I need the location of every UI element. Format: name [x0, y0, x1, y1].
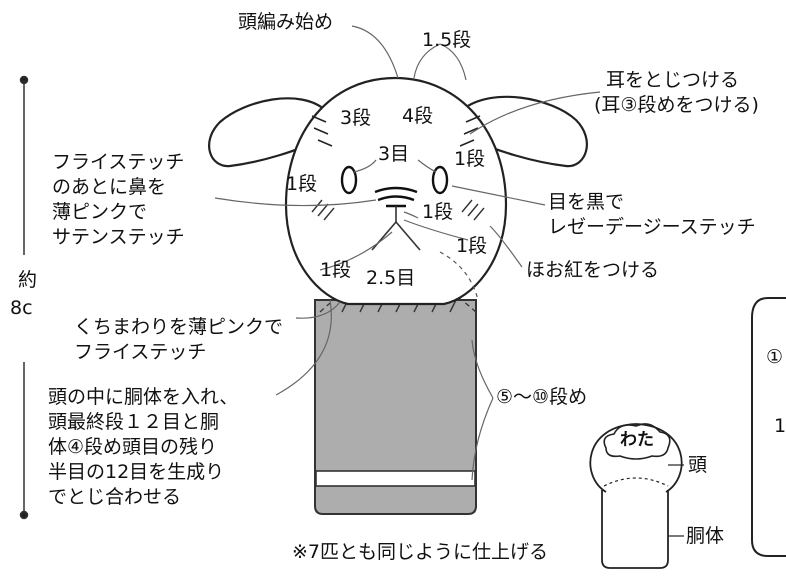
label-head-start: 頭編み始め	[238, 11, 334, 33]
label-body-rows: ⑤～⑩段め	[496, 386, 588, 408]
count-3dan: 3段	[340, 107, 372, 129]
label-nose: フライステッチ のあとに鼻を 薄ピンクで サテンステッチ	[52, 151, 185, 248]
count-left-1dan: 1段	[286, 173, 318, 195]
head-dashed-line	[439, 251, 479, 301]
partial-box	[751, 297, 786, 557]
label-size: 約 8c	[10, 269, 38, 319]
right-ear	[460, 95, 588, 168]
stuffing-cloud	[603, 423, 671, 460]
label-stuffing: わた	[620, 430, 654, 450]
left-eye	[340, 165, 358, 195]
leader-lines	[214, 25, 601, 481]
label-box-partial-1: ①	[766, 346, 784, 368]
label-rows-1-5: 1.5段	[422, 29, 472, 51]
label-head-small: 頭	[688, 454, 708, 476]
label-cheeks: ほお紅をつける	[526, 259, 660, 281]
count-4dan: 4段	[402, 105, 434, 127]
label-join: 頭の中に胴体を入れ、 頭最終段１２目と胴 体④段め頭目の残り 半目の12目を生成…	[48, 386, 239, 508]
count-left-1dan-b: 1段	[320, 259, 352, 281]
count-right-1dan-b: 1段	[456, 235, 488, 257]
label-body-small: 胴体	[686, 525, 725, 547]
head-shape	[284, 76, 508, 306]
torso-shape	[314, 299, 477, 515]
small-figure	[589, 423, 684, 569]
label-mouth: くちまわりを薄ピンクで フライステッチ	[74, 316, 284, 363]
count-center-1dan: 1段	[422, 201, 454, 223]
label-note: ※7匹とも同じように仕上げる	[292, 541, 549, 563]
label-eyes: 目を黒で レゼーデージーステッチ	[548, 191, 756, 238]
count-right-1dan: 1段	[454, 148, 486, 170]
size-indicator	[19, 75, 29, 520]
count-2-5me: 2.5目	[366, 267, 416, 289]
mouth	[371, 206, 421, 251]
count-3me: 3目	[378, 143, 410, 165]
label-ear-attach: 耳をとじつける (耳③段めをつける)	[594, 69, 759, 116]
torso-stripe	[315, 470, 476, 487]
label-box-partial-2: 1	[774, 415, 786, 437]
right-eye	[431, 165, 449, 195]
ear-stitch-marks	[311, 115, 481, 147]
cheek-marks	[311, 199, 485, 221]
